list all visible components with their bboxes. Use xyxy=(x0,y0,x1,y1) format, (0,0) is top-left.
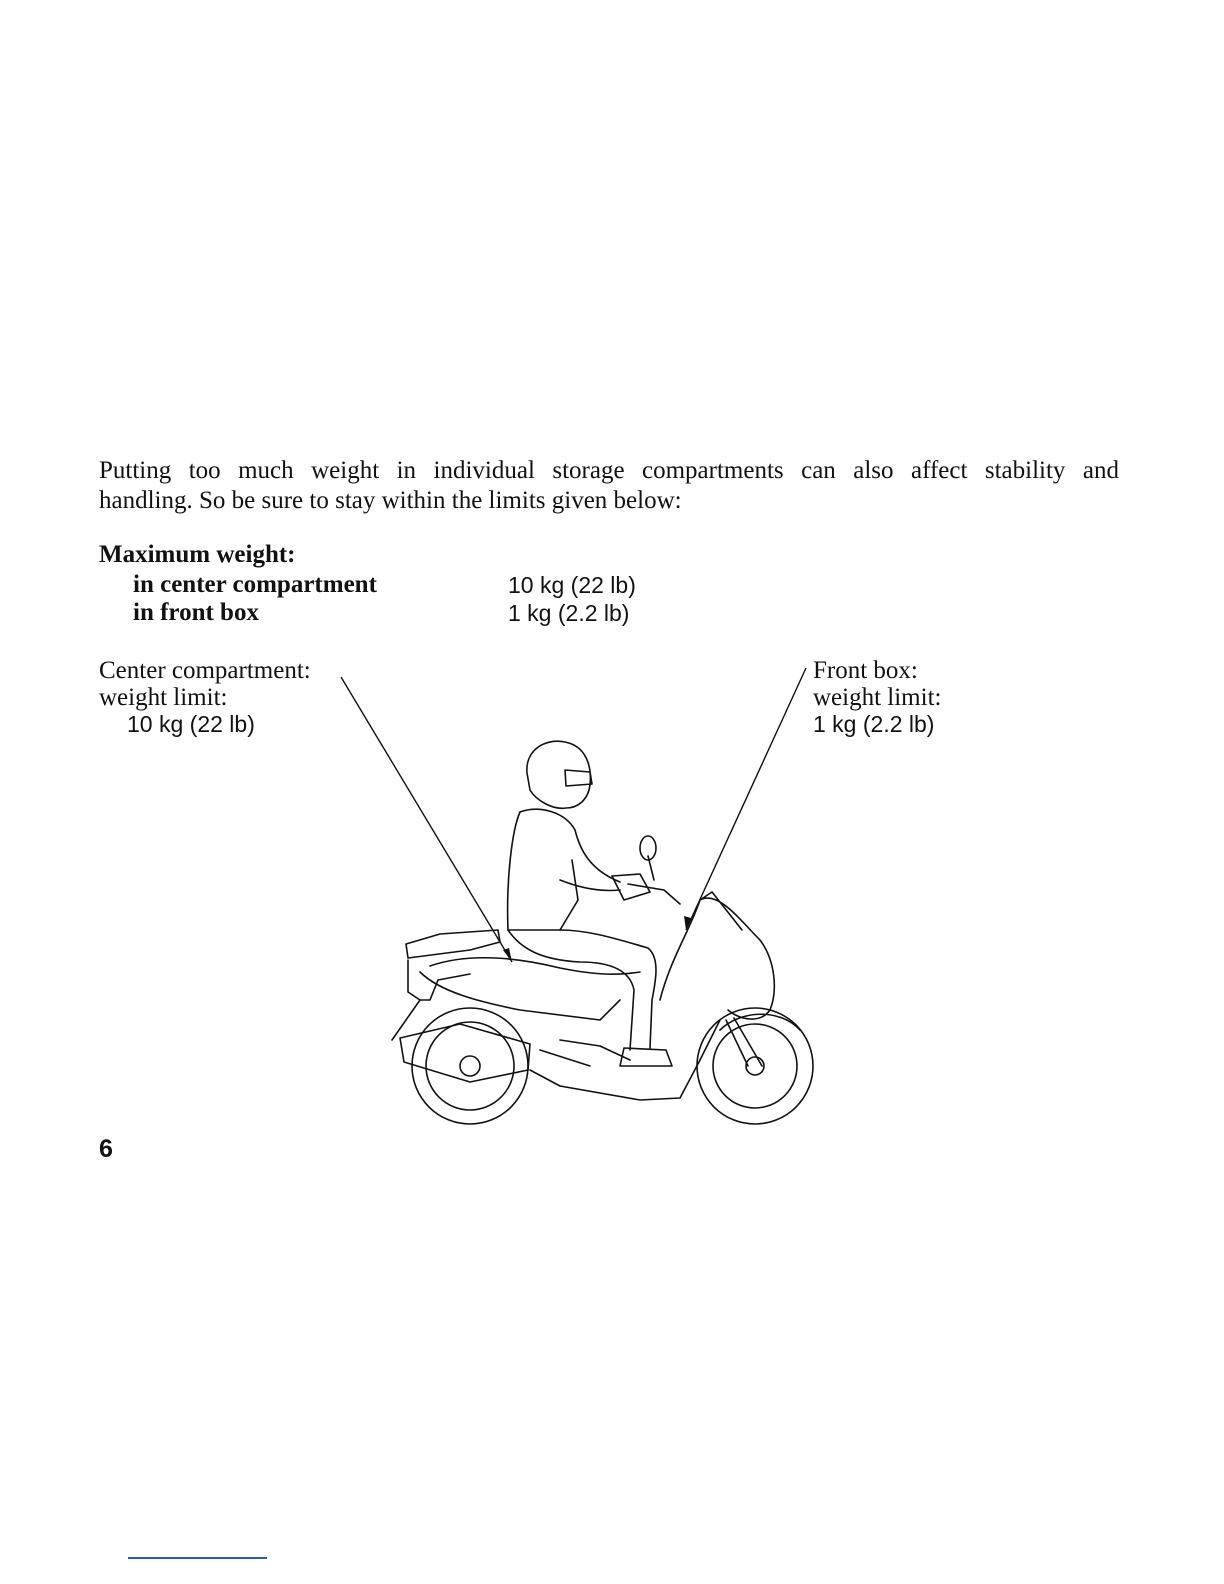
spec-value-front: 1 kg (2.2 lb) xyxy=(508,600,630,626)
spec-value-center: 10 kg (22 lb) xyxy=(508,572,636,598)
front-fairing xyxy=(659,897,776,1020)
callout-front-value: 1 kg (2.2 lb) xyxy=(813,711,935,737)
callout-center-value: 10 kg (22 lb) xyxy=(127,711,255,737)
rider-legs xyxy=(507,929,635,1051)
spec-label-center: in center compartment xyxy=(133,571,377,598)
intro-line-2: handling. So be sure to stay within the … xyxy=(99,487,682,514)
exhaust xyxy=(399,1023,531,1083)
leader-line-front xyxy=(685,667,807,931)
intro-line-1: Putting too much weight in individual st… xyxy=(99,457,1119,484)
intro-paragraph: Putting too much weight in individual st… xyxy=(99,456,1119,516)
callout-front-title: Front box: xyxy=(813,657,918,684)
leader-line-center xyxy=(340,676,513,963)
spec-heading: Maximum weight: xyxy=(99,541,296,568)
callout-center-sub: weight limit: xyxy=(99,684,228,711)
rider-shoe xyxy=(619,1047,673,1067)
spec-label-front: in front box xyxy=(133,599,259,626)
rider-torso xyxy=(519,808,621,883)
page-number: 6 xyxy=(99,1135,113,1163)
callout-center-title: Center compartment: xyxy=(99,657,311,684)
leader-arrow-front xyxy=(684,916,691,930)
footer-rule xyxy=(128,1557,267,1559)
scooter-rider-illustration-icon xyxy=(391,740,814,1125)
callout-front-box: Front box: weight limit: 1 kg (2.2 lb) xyxy=(813,657,941,738)
seat-outline xyxy=(429,956,641,975)
callout-front-sub: weight limit: xyxy=(813,684,942,711)
rear-wheel xyxy=(411,1007,529,1125)
helmet xyxy=(526,740,592,810)
callout-center-compartment: Center compartment: weight limit: 10 kg … xyxy=(99,657,311,738)
